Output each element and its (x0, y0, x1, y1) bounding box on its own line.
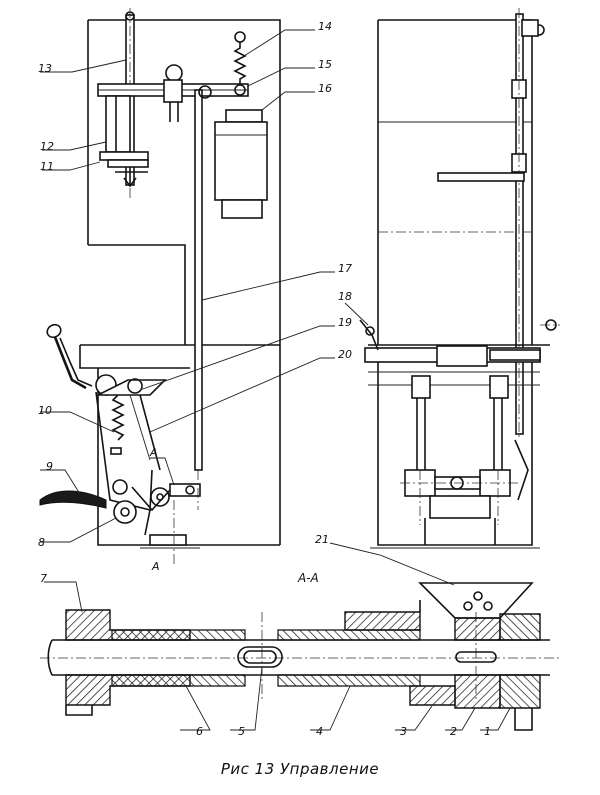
callout-21: 21 (315, 533, 329, 546)
callout-16: 16 (318, 82, 332, 95)
callout-5: 5 (238, 725, 245, 738)
side-view (359, 8, 560, 549)
figure-caption: Рис 13 Управление (220, 760, 380, 778)
section-label: A-A (297, 571, 319, 585)
callout-a-small: A (149, 446, 158, 459)
callout-8: 8 (38, 536, 45, 549)
callout-4: 4 (316, 725, 323, 738)
callout-20: 20 (338, 348, 352, 361)
front-view (39, 8, 281, 565)
callout-12: 12 (40, 140, 54, 153)
callout-labels: 13 12 11 14 15 16 17 18 19 20 10 9 8 A A… (38, 20, 491, 738)
callout-3: 3 (400, 725, 407, 738)
callout-1: 1 (484, 725, 491, 738)
callout-15: 15 (318, 58, 332, 71)
callout-10: 10 (38, 404, 52, 417)
callout-6: 6 (196, 725, 203, 738)
callout-18: 18 (338, 290, 352, 303)
view-marker-a: A (151, 560, 160, 573)
callout-19: 19 (338, 316, 352, 329)
section-a-a (40, 582, 560, 731)
callout-14: 14 (318, 20, 332, 33)
callout-11: 11 (40, 160, 54, 173)
callout-17: 17 (338, 262, 352, 275)
callout-9: 9 (46, 460, 53, 473)
callout-13: 13 (38, 62, 52, 75)
leader-lines (40, 29, 511, 731)
callout-7: 7 (40, 572, 47, 585)
callout-2: 2 (450, 725, 457, 738)
